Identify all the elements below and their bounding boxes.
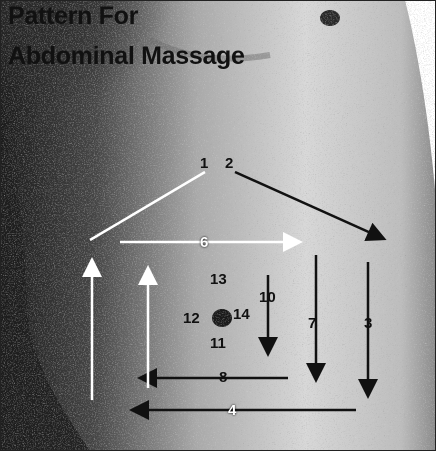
arrow-1 — [90, 172, 205, 240]
arrow-2 — [235, 172, 382, 238]
caption-line-1: Pattern For — [8, 4, 138, 29]
step-label-6: 6 — [200, 235, 208, 250]
step-label-7: 7 — [308, 316, 316, 331]
step-label-2: 2 — [225, 156, 233, 171]
step-label-14: 14 — [233, 307, 250, 322]
step-label-8: 8 — [219, 370, 227, 385]
step-label-4: 4 — [228, 403, 236, 418]
caption-line-2: Abdominal Massage — [8, 44, 245, 69]
step-label-11: 11 — [210, 336, 226, 351]
step-label-12: 12 — [183, 311, 200, 326]
step-label-1: 1 — [200, 156, 208, 171]
step-label-3: 3 — [364, 316, 372, 331]
step-label-13: 13 — [210, 272, 227, 287]
step-label-10: 10 — [259, 290, 276, 305]
